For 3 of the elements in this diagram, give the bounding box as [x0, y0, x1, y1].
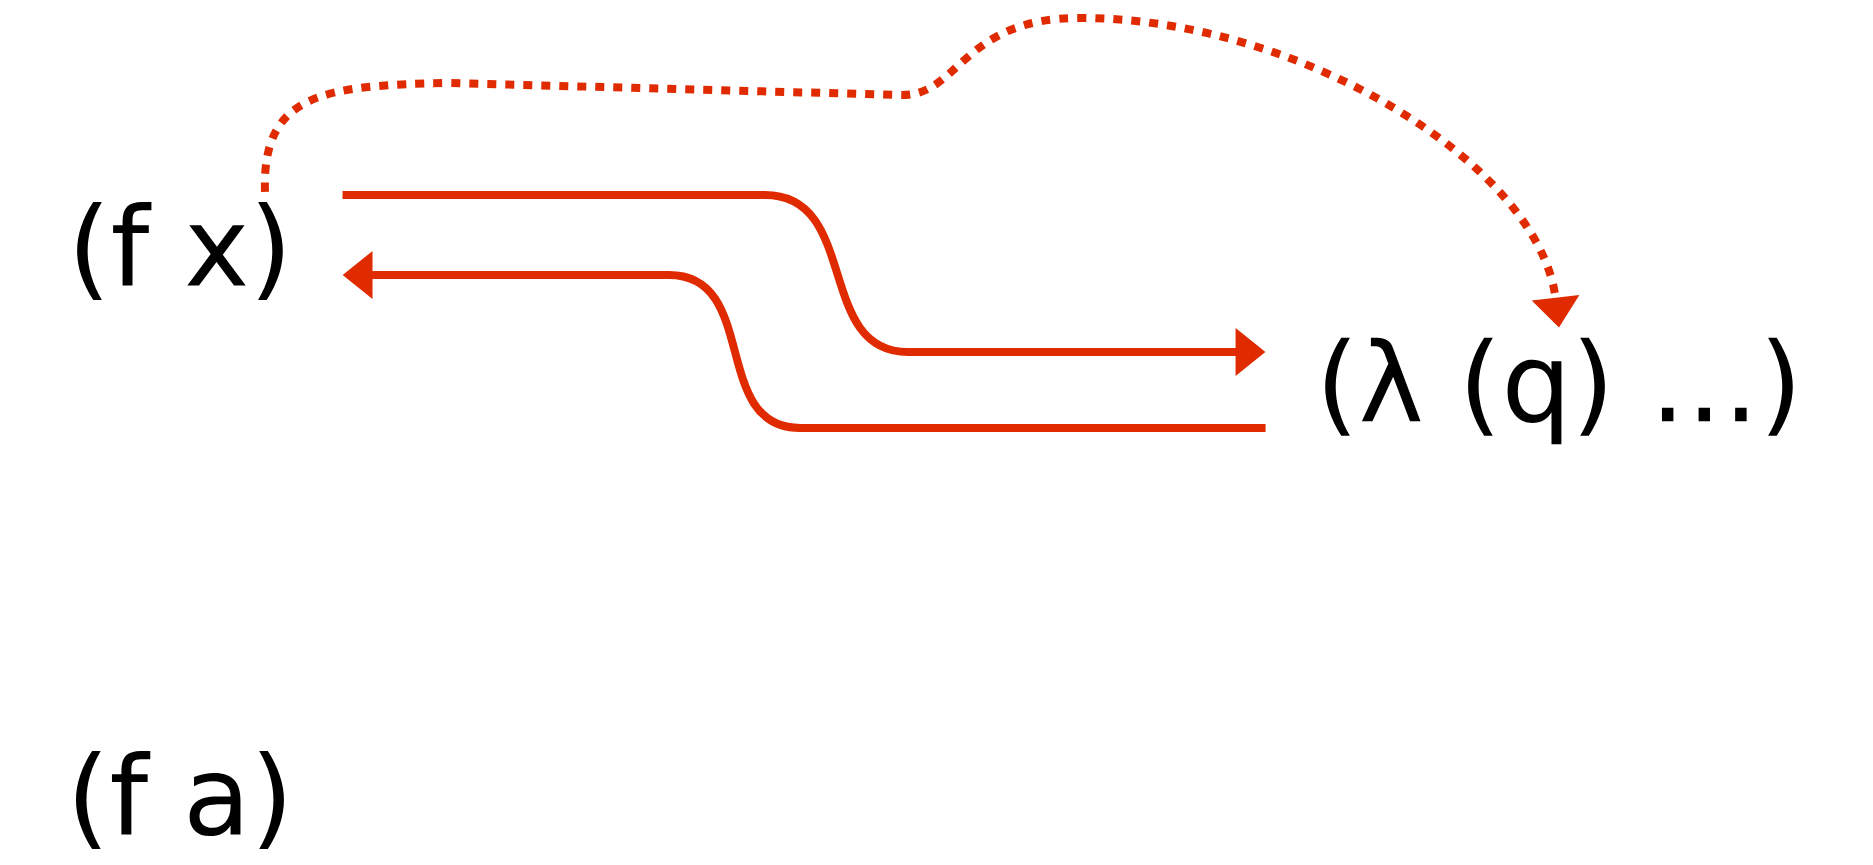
code-text: (f a) — [76, 750, 284, 850]
code-text: (λ (q) …) — [1325, 337, 1793, 445]
code-text: (f x) — [77, 201, 283, 301]
